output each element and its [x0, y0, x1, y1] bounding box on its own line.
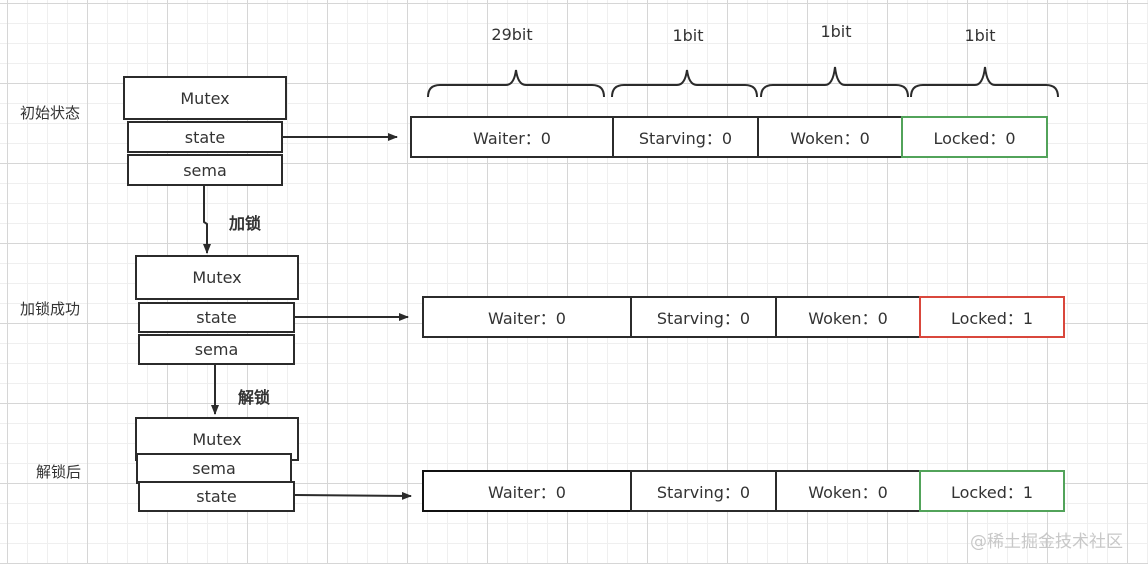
starving-cell: Starving：0 [630, 470, 777, 512]
stage-label-initial: 初始状态 [20, 104, 81, 122]
waiter-cell: Waiter：0 [422, 470, 632, 512]
waiter-cell: Waiter：0 [410, 116, 614, 158]
woken-cell: Woken：0 [775, 470, 921, 512]
stage-label-locked: 加锁成功 [20, 300, 81, 318]
bit-width-label-locked: 1bit [964, 26, 996, 45]
starving-cell: Starving：0 [630, 296, 777, 338]
stage-label-unlocked: 解锁后 [36, 463, 82, 481]
sema-field: sema [127, 154, 283, 186]
transition-label-lock: 加锁 [229, 214, 262, 233]
watermark: @稀土掘金技术社区 [970, 532, 1123, 552]
locked-cell: Locked：1 [919, 470, 1065, 512]
arrow-lock [203, 186, 211, 254]
locked-cell: Locked：1 [919, 296, 1065, 338]
bit-width-label-starving: 1bit [672, 26, 704, 45]
mutex-box: Mutex [135, 255, 299, 300]
waiter-cell: Waiter：0 [422, 296, 632, 338]
sema-field: sema [138, 334, 295, 365]
arrow-state-3 [294, 491, 412, 500]
mutex-box: Mutex [123, 76, 287, 120]
bit-braces [427, 66, 1059, 98]
sema-field: sema [136, 453, 292, 484]
brace-starving [611, 69, 758, 98]
brace-locked [910, 66, 1059, 98]
brace-waiter [427, 69, 605, 98]
state-field: state [138, 302, 295, 333]
woken-cell: Woken：0 [775, 296, 921, 338]
locked-cell: Locked：0 [901, 116, 1048, 158]
starving-cell: Starving：0 [612, 116, 759, 158]
brace-woken [760, 66, 909, 98]
transition-label-unlock: 解锁 [238, 388, 271, 407]
state-field: state [127, 121, 283, 153]
bit-width-label-woken: 1bit [820, 22, 852, 41]
woken-cell: Woken：0 [757, 116, 903, 158]
bit-width-label-waiter: 29bit [491, 25, 533, 44]
state-field: state [138, 481, 295, 512]
